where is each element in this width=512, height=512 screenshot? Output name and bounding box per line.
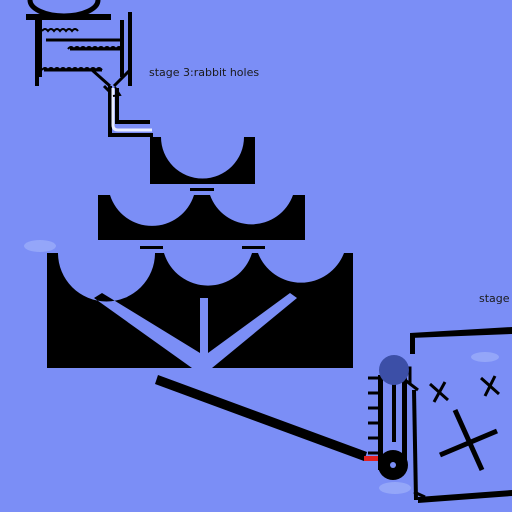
next-stage-frame bbox=[404, 327, 512, 503]
top-hopper bbox=[26, 0, 111, 20]
ramp bbox=[155, 375, 367, 461]
next-stage-title: stage bbox=[479, 292, 510, 305]
lift-tower bbox=[368, 366, 412, 470]
wheel[interactable] bbox=[378, 450, 408, 480]
rabbit-hole-block-row1 bbox=[150, 137, 255, 191]
chute-pipe bbox=[108, 86, 153, 137]
ball[interactable] bbox=[379, 355, 409, 385]
rabbit-hole-block-row3 bbox=[47, 253, 353, 368]
spring-coils bbox=[41, 28, 123, 72]
background-clouds bbox=[24, 240, 499, 494]
stage-title: stage 3:rabbit holes bbox=[149, 66, 260, 79]
rabbit-hole-block-row2 bbox=[98, 195, 305, 249]
red-trigger-switch[interactable] bbox=[364, 456, 384, 461]
cross-marker-icon bbox=[429, 375, 500, 472]
